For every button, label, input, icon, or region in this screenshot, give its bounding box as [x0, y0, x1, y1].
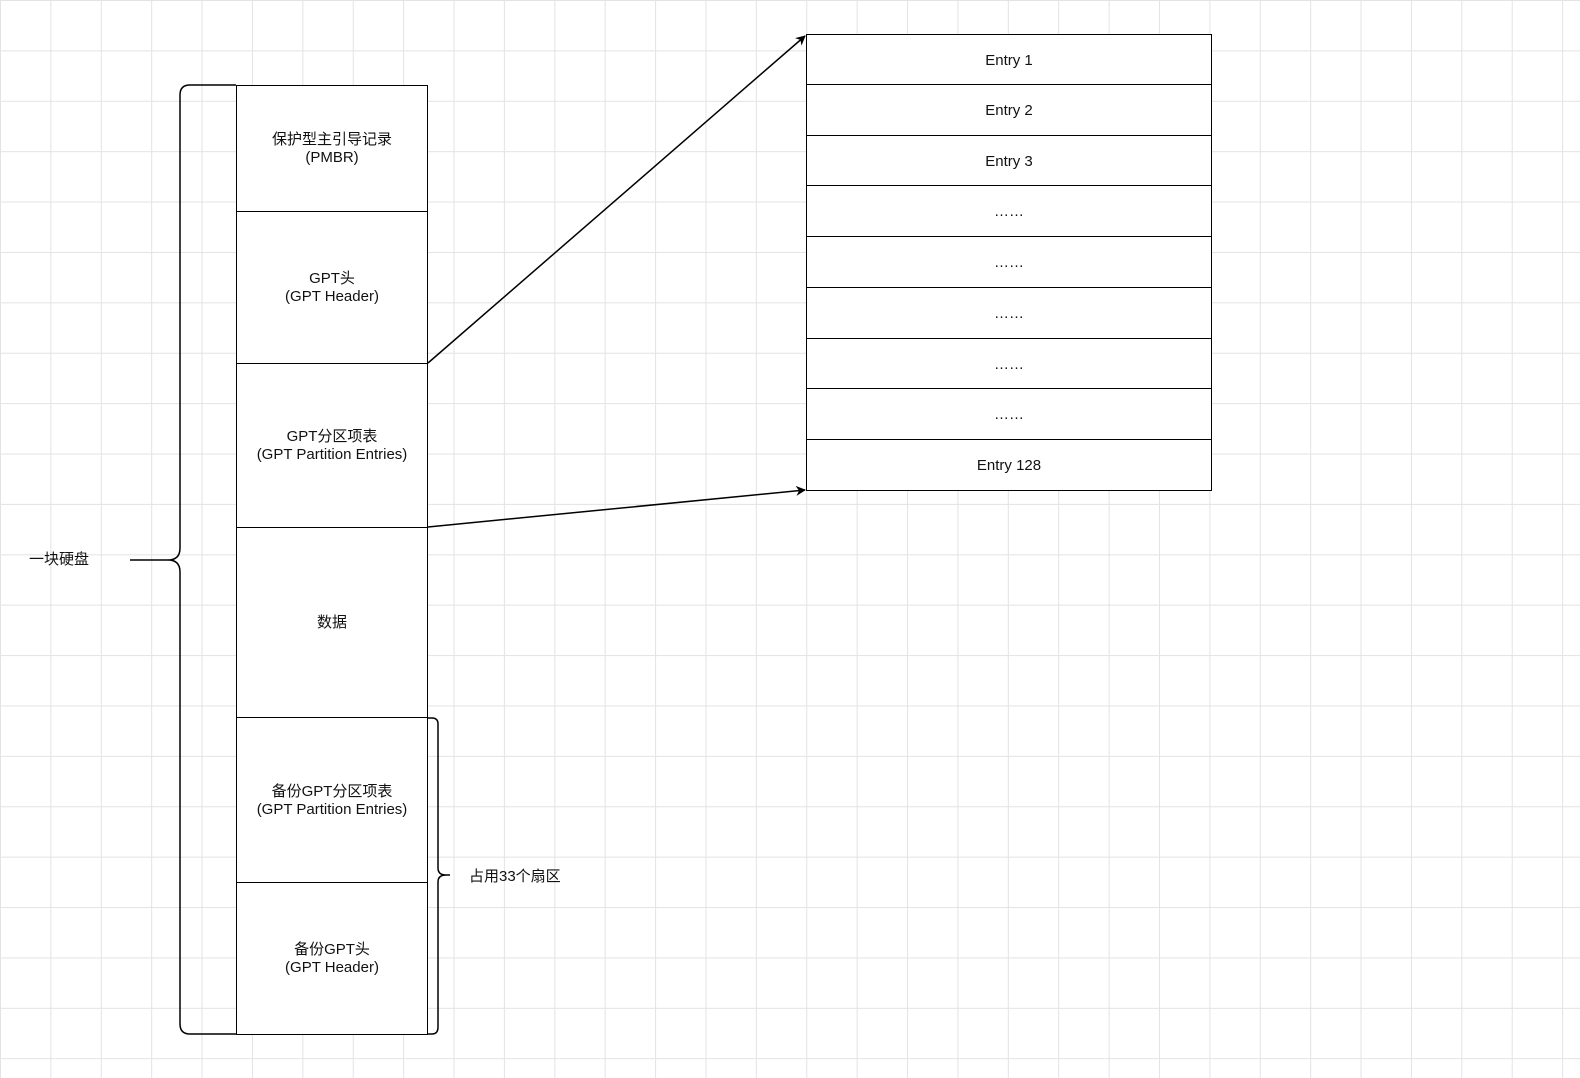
- disk-section-data: 数据: [236, 527, 428, 719]
- section-subtitle: (GPT Header): [285, 958, 379, 976]
- entry-label: ……: [994, 356, 1024, 373]
- entry-row: ……: [806, 185, 1212, 238]
- section-title: GPT头: [309, 270, 355, 287]
- entry-label: Entry 1: [985, 51, 1033, 69]
- backup-brace: [428, 717, 450, 1035]
- section-subtitle: (GPT Partition Entries): [256, 446, 408, 463]
- entry-label: ……: [994, 254, 1024, 271]
- section-title: 备份GPT头: [294, 940, 370, 958]
- entry-row: Entry 2: [806, 84, 1212, 136]
- section-title: 保护型主引导记录: [271, 131, 392, 148]
- section-title: GPT分区项表: [286, 428, 378, 445]
- arrow-to-last-entry: [427, 485, 806, 528]
- section-title: 数据: [316, 614, 347, 631]
- entry-row: ……: [806, 388, 1212, 441]
- entry-row: Entry 128: [806, 439, 1212, 491]
- disk-section-gpt-header: GPT头 (GPT Header): [236, 211, 428, 365]
- entry-label: Entry 2: [985, 101, 1033, 119]
- entry-row: Entry 1: [806, 34, 1212, 86]
- entry-row: Entry 3: [806, 135, 1212, 187]
- arrow-to-first-entry: [427, 35, 806, 364]
- entry-label: ……: [994, 305, 1024, 322]
- disk-label: 一块硬盘: [29, 551, 90, 568]
- entry-row: ……: [806, 236, 1212, 289]
- disk-section-backup-partition-entries: 备份GPT分区项表 (GPT Partition Entries): [236, 717, 428, 884]
- section-title: 备份GPT分区项表: [271, 782, 393, 800]
- entry-label: ……: [994, 203, 1024, 220]
- entry-label: ……: [994, 406, 1024, 423]
- section-subtitle: (PMBR): [305, 149, 359, 166]
- disk-section-partition-entries: GPT分区项表 (GPT Partition Entries): [236, 363, 428, 529]
- entry-row: ……: [806, 287, 1212, 340]
- entry-label: Entry 3: [985, 152, 1033, 170]
- disk-brace: [130, 84, 236, 1035]
- backup-sector-note: 占用33个扇区: [469, 868, 561, 885]
- entry-label: Entry 128: [976, 456, 1042, 474]
- entry-row: ……: [806, 338, 1212, 391]
- disk-section-backup-gpt-header: 备份GPT头 (GPT Header): [236, 882, 428, 1035]
- section-subtitle: (GPT Header): [285, 288, 379, 305]
- disk-section-pmbr: 保护型主引导记录 (PMBR): [236, 85, 428, 213]
- section-subtitle: (GPT Partition Entries): [256, 800, 408, 818]
